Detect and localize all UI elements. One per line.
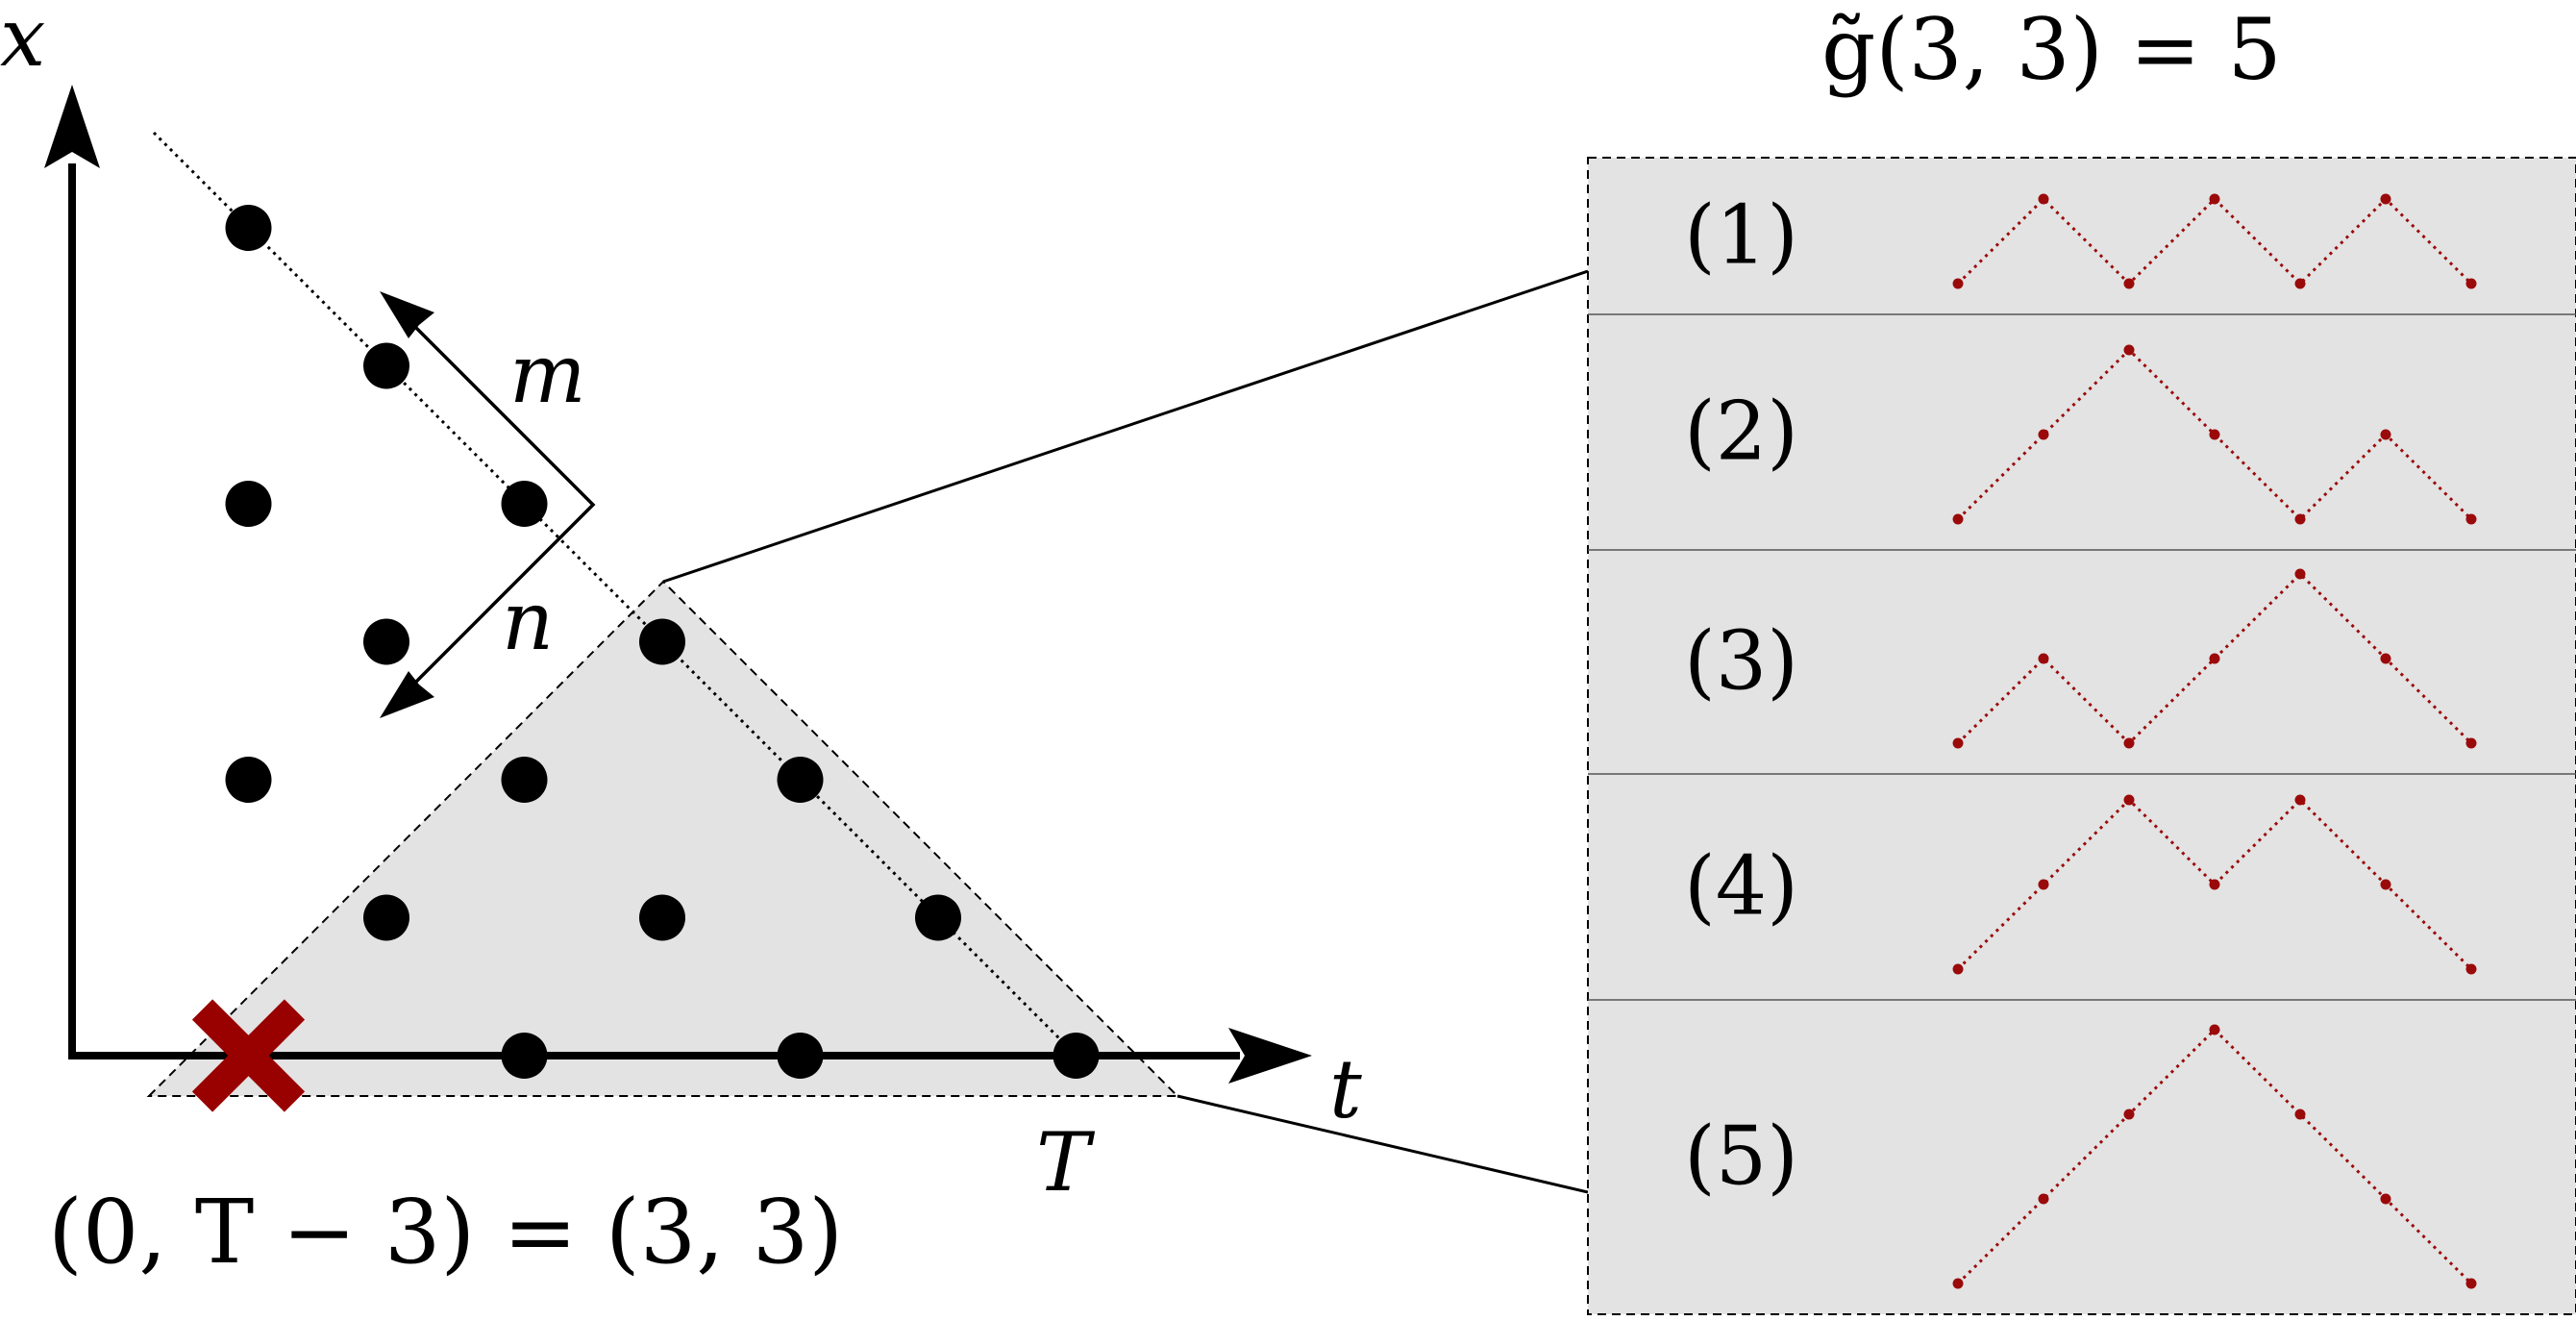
dyck-path-vertex bbox=[2294, 278, 2306, 289]
lattice-point bbox=[225, 481, 272, 527]
x-axis-label: x bbox=[0, 0, 45, 85]
dyck-path-vertex bbox=[1952, 1278, 1964, 1289]
panel-row-label: (1) bbox=[1684, 188, 1798, 283]
lattice-point bbox=[501, 481, 548, 527]
n-arrowhead bbox=[380, 671, 434, 718]
dyck-path-vertex bbox=[2380, 653, 2391, 664]
connector-top bbox=[662, 269, 1589, 584]
dyck-path bbox=[1952, 1024, 2477, 1289]
dyck-path-vertex bbox=[1952, 278, 1964, 289]
dyck-path-vertex bbox=[2294, 794, 2306, 806]
lattice-point bbox=[501, 1033, 548, 1079]
lattice-point bbox=[225, 205, 272, 251]
dyck-path bbox=[1952, 344, 2477, 525]
dyck-path-vertex bbox=[2038, 1193, 2049, 1205]
dyck-path-vertex bbox=[2380, 429, 2391, 440]
lattice-point bbox=[639, 894, 685, 941]
dyck-path-vertex bbox=[2038, 653, 2049, 664]
panel-row-label: (4) bbox=[1684, 839, 1798, 934]
panel-row-label: (5) bbox=[1684, 1109, 1798, 1204]
dyck-path-vertex bbox=[2209, 429, 2220, 440]
path-count-title: g̃(3, 3) = 5 bbox=[1821, 0, 2282, 99]
dyck-path bbox=[1952, 193, 2477, 289]
dyck-path bbox=[1952, 794, 2477, 975]
dyck-path-vertex bbox=[2294, 568, 2306, 580]
t-axis-label: t bbox=[1329, 1042, 1362, 1136]
t-axis-arrowhead bbox=[1228, 1028, 1312, 1084]
dyck-path-vertex bbox=[2465, 513, 2477, 525]
lattice-point bbox=[777, 757, 824, 803]
dyck-path-vertex bbox=[2465, 737, 2477, 749]
m-arrow-label: m bbox=[509, 327, 586, 421]
dyck-path-vertex bbox=[2380, 193, 2391, 205]
n-arrow-label: n bbox=[502, 574, 554, 668]
dyck-path-vertex bbox=[2380, 1193, 2391, 1205]
dyck-path-vertex bbox=[2123, 278, 2135, 289]
m-n-arrow-bend bbox=[411, 323, 596, 686]
dyck-path-vertex bbox=[2465, 963, 2477, 975]
dyck-path-vertex bbox=[2209, 653, 2220, 664]
dyck-path-vertex bbox=[2294, 513, 2306, 525]
cross-stroke-b bbox=[191, 999, 306, 1112]
path-enumeration-panel: (1) (2) (3) (4) (5) bbox=[1587, 157, 2576, 1315]
lattice-point bbox=[501, 757, 548, 803]
m-arrowhead bbox=[380, 291, 434, 338]
lattice-point bbox=[363, 618, 409, 665]
T-mark-label: T bbox=[1036, 1115, 1096, 1209]
lattice-point bbox=[1053, 1033, 1100, 1079]
zoom-connectors bbox=[662, 269, 1589, 1194]
lattice-points bbox=[225, 205, 1100, 1079]
reachable-region-triangle bbox=[146, 580, 1180, 1097]
dyck-path-vertex bbox=[2123, 794, 2135, 806]
origin-coordinate-note: (0, T − 3) = (3, 3) bbox=[48, 1181, 843, 1284]
direction-arrows bbox=[380, 291, 596, 718]
panel-row-label: (3) bbox=[1684, 614, 1798, 709]
dyck-path-vertex bbox=[1952, 963, 1964, 975]
panel-row-label: (2) bbox=[1684, 385, 1798, 479]
lattice-point bbox=[363, 894, 409, 941]
dyck-path-vertex bbox=[2209, 1024, 2220, 1035]
dyck-path-vertex bbox=[2123, 344, 2135, 356]
lattice-point bbox=[777, 1033, 824, 1079]
dyck-path-vertex bbox=[2465, 278, 2477, 289]
dyck-path-vertex bbox=[1952, 737, 1964, 749]
lattice-point bbox=[639, 618, 685, 665]
dyck-path-vertex bbox=[2038, 429, 2049, 440]
dyck-path bbox=[1952, 568, 2477, 749]
dyck-path-vertex bbox=[1952, 513, 1964, 525]
x-axis-arrowhead bbox=[44, 85, 100, 168]
dyck-path-vertex bbox=[2038, 879, 2049, 890]
dyck-path-vertex bbox=[2380, 879, 2391, 890]
dyck-path-vertex bbox=[2209, 193, 2220, 205]
dyck-path-vertex bbox=[2209, 879, 2220, 890]
lattice-point bbox=[915, 894, 961, 941]
dyck-path-vertex bbox=[2123, 1109, 2135, 1120]
lattice-point bbox=[363, 342, 409, 389]
anti-diagonal-dotted-line bbox=[152, 131, 1078, 1058]
connector-bottom bbox=[1177, 1094, 1589, 1194]
lattice-point bbox=[225, 757, 272, 803]
dyck-path-vertex bbox=[2038, 193, 2049, 205]
dyck-path-vertex bbox=[2294, 1109, 2306, 1120]
start-cross-mark bbox=[191, 999, 306, 1112]
panel-frame bbox=[1587, 157, 2576, 1315]
dyck-path-vertex bbox=[2123, 737, 2135, 749]
dyck-path-vertex bbox=[2465, 1278, 2477, 1289]
